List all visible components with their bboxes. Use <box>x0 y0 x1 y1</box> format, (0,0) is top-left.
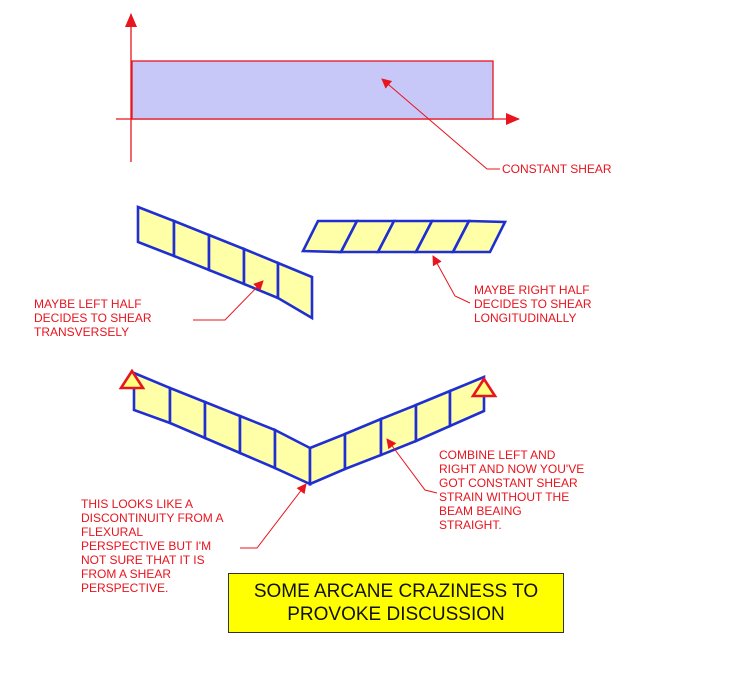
combined-segment <box>168 386 207 440</box>
combined-segment <box>238 414 277 470</box>
constant-shear-label: CONSTANT SHEAR <box>502 162 612 176</box>
constant-shear-block <box>131 60 494 120</box>
combined-segment <box>379 403 418 457</box>
title-box: SOME ARCANE CRAZINESS TO PROVOKE DISCUSS… <box>228 573 564 633</box>
transverse-shear-segments <box>136 205 314 321</box>
combined-segment <box>343 417 383 471</box>
left-half-label: MAYBE LEFT HALF DECIDES TO SHEAR TRANSVE… <box>34 297 152 339</box>
combine-label: COMBINE LEFT AND RIGHT AND NOW YOU'VE GO… <box>439 448 585 532</box>
combined-segment <box>273 427 312 487</box>
left-half-leader <box>193 280 264 321</box>
left-support-triangle <box>118 368 146 390</box>
transverse-segment <box>242 247 280 300</box>
discontinuity-label: THIS LOOKS LIKE A DISCONTINUITY FROM A F… <box>81 497 224 595</box>
discontinuity-leader <box>240 483 307 549</box>
longitudinal-segment <box>450 219 508 254</box>
longitudinal-shear-segments <box>300 219 508 254</box>
transverse-segment <box>136 205 176 258</box>
constant-shear-leader <box>381 78 500 170</box>
right-support-triangle <box>470 376 498 398</box>
combine-leader <box>386 438 438 494</box>
transverse-segment <box>172 219 211 272</box>
diagram-title: SOME ARCANE CRAZINESS TO PROVOKE DISCUSS… <box>253 581 539 625</box>
right-half-label: MAYBE RIGHT HALF DECIDES TO SHEAR LONGIT… <box>474 283 592 325</box>
combined-segment <box>414 389 452 443</box>
right-half-leader <box>432 255 471 304</box>
combined-segment <box>203 400 242 455</box>
combined-beam-left-leg <box>132 371 312 487</box>
combined-segment <box>448 375 486 428</box>
combined-segment <box>308 432 347 486</box>
transverse-segment <box>276 261 314 321</box>
transverse-segment <box>207 233 246 286</box>
